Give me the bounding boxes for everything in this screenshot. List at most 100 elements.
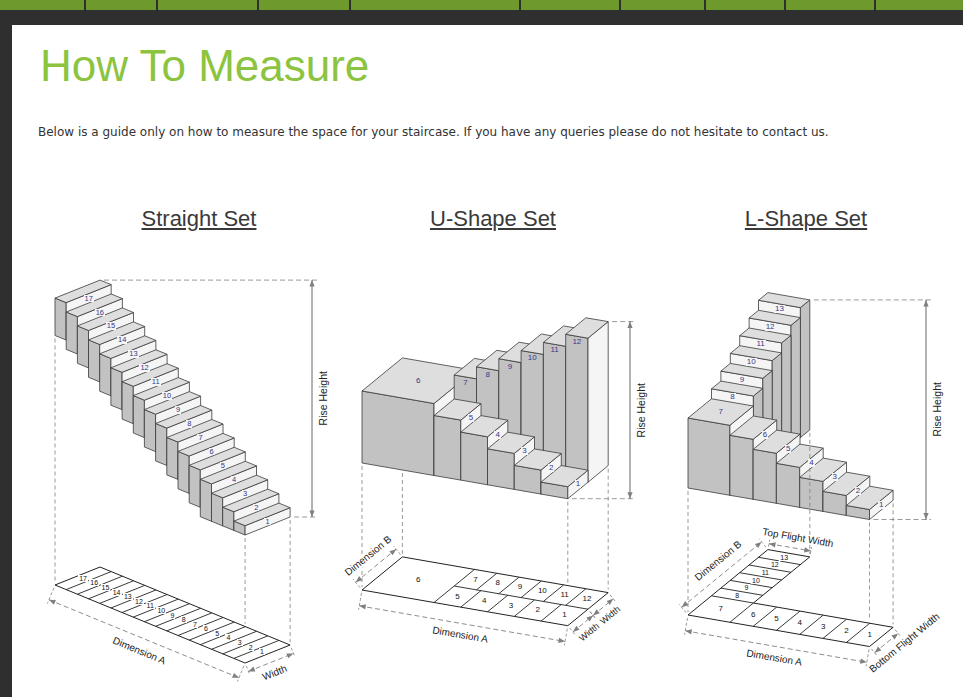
arrow-head <box>356 576 363 582</box>
projection-line <box>290 520 291 642</box>
step-number: 11 <box>549 346 559 354</box>
plan-step-number: 4 <box>797 619 803 627</box>
step-number: 4 <box>808 459 814 467</box>
arrow-head <box>286 653 293 658</box>
plan-tread-line <box>712 596 754 603</box>
step-number: 1 <box>878 501 884 509</box>
arrow-head <box>593 609 600 615</box>
step-number: 8 <box>484 371 490 379</box>
plan-step-number: 15 <box>101 584 111 591</box>
set-heading: Straight Set <box>142 208 257 230</box>
plan-step-number: 6 <box>203 625 209 632</box>
step-number: 1 <box>575 480 581 488</box>
extension-line <box>874 519 932 520</box>
plan-tread-line <box>721 588 763 595</box>
projection-line <box>567 502 568 583</box>
step-number: 10 <box>746 358 757 366</box>
extension-line <box>246 666 250 675</box>
dimension-label: Top Flight Width <box>760 527 834 549</box>
step-number: 12 <box>571 338 582 346</box>
arrow-head <box>607 599 614 605</box>
step-number: 9 <box>739 376 745 384</box>
plan-step-number: 1 <box>259 648 265 655</box>
dimension-label: Width <box>577 621 602 644</box>
dimension-line <box>630 322 631 499</box>
plan-step-number: 6 <box>750 611 756 619</box>
plan-step-number: 2 <box>248 644 254 651</box>
extension-line <box>359 593 362 610</box>
arrow-head <box>558 638 565 643</box>
projection-line <box>55 339 56 583</box>
menu-divider <box>519 0 521 10</box>
stair-side-face <box>800 477 823 511</box>
plan-step-number: 1 <box>866 631 872 639</box>
stair-side-face <box>200 479 211 521</box>
dimension-line <box>49 600 239 678</box>
plan-step-number: 4 <box>481 597 487 605</box>
arrow-head <box>923 300 928 307</box>
stair-plan <box>55 567 290 663</box>
plan-step-number: 14 <box>112 589 122 596</box>
arrow-head <box>248 667 255 672</box>
stair-tread <box>234 503 290 526</box>
stair-side-face <box>461 432 488 485</box>
stair-side-face <box>144 410 155 452</box>
dimension-label: Bottom Flight Width <box>866 611 941 675</box>
step-number: 1 <box>264 518 270 526</box>
plan-step-number: 8 <box>181 616 187 623</box>
plan-step-number: 12 <box>770 561 780 568</box>
plan-step-number: 1 <box>561 611 567 619</box>
step-number: 15 <box>106 322 116 330</box>
menu-divider <box>156 0 158 10</box>
arrow-head <box>359 604 366 609</box>
dimension-label: Dimension A <box>431 626 490 646</box>
stair-side-face <box>434 416 461 481</box>
intro-text: Below is a guide only on how to measure … <box>38 125 829 141</box>
extension-line <box>564 629 567 646</box>
stair-side-face <box>77 326 88 368</box>
arrow-head <box>769 542 776 547</box>
step-number: 4 <box>494 431 500 439</box>
step-number: 10 <box>527 354 538 362</box>
dimension-label: Dimension A <box>110 635 168 666</box>
extension-line <box>291 648 295 657</box>
step-number: 2 <box>855 487 861 495</box>
step-number: 5 <box>220 462 226 470</box>
stair-riser-face <box>588 322 608 483</box>
step-number: 13 <box>128 350 138 358</box>
plan-step-number: 8 <box>734 592 740 599</box>
plan-step-number: 9 <box>744 584 750 591</box>
projection-line <box>688 491 689 612</box>
plan-step-number: 11 <box>560 591 570 599</box>
step-number: 3 <box>242 490 248 498</box>
plan-step-number: 7 <box>192 621 198 628</box>
set-heading: L-Shape Set <box>745 208 867 230</box>
stair-side-face <box>488 449 515 490</box>
step-number: 9 <box>175 406 181 414</box>
plan-step-number: 4 <box>225 634 231 641</box>
stair-side-face <box>212 493 223 526</box>
dimension-label: Rise Height <box>318 370 329 426</box>
dimension-line <box>926 300 927 520</box>
plan-step-number: 16 <box>89 579 99 586</box>
projection-line <box>608 469 609 590</box>
arrow-head <box>627 322 632 329</box>
stair-side-face <box>189 465 200 507</box>
stair-side-face <box>730 435 753 499</box>
step-number: 16 <box>95 309 105 317</box>
plan-step-number: 7 <box>472 576 478 584</box>
plan-step-number: 12 <box>582 595 593 603</box>
menu-divider <box>784 0 786 10</box>
step-number: 17 <box>84 295 94 303</box>
step-number: 7 <box>717 408 723 416</box>
plan-step-number: 2 <box>843 627 849 635</box>
stair-tread <box>712 381 763 396</box>
step-number: 2 <box>548 464 554 472</box>
plan-step-number: 3 <box>508 602 514 610</box>
dimension-label: Dimension B <box>342 534 394 579</box>
plan-step-number: 17 <box>78 575 88 582</box>
extension-line <box>294 517 317 518</box>
stair-side-face <box>362 391 434 476</box>
plan-tread-line <box>514 600 534 617</box>
